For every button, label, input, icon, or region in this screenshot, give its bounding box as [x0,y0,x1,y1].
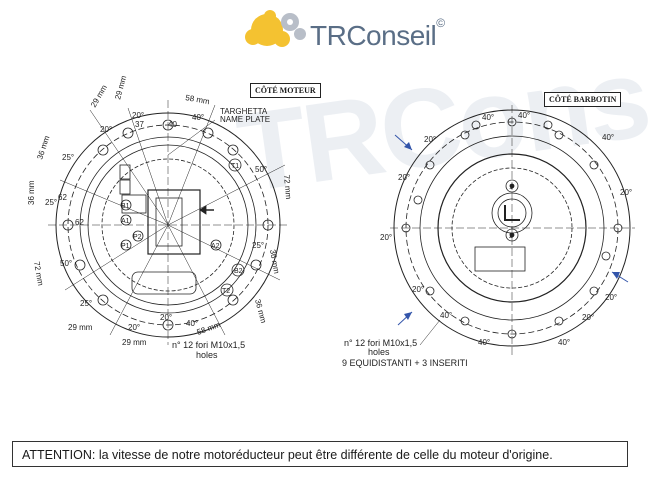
brand-name: TRConseil© [310,16,445,51]
angle-label: 40° [602,133,614,142]
holes-note-en: holes [196,350,218,360]
angle-label: 20° [412,285,424,294]
dim-label: 29 mm [89,83,109,109]
measure-label: 40 [168,120,177,129]
dim-label: 72 mm [282,174,293,199]
dim-label: 29 mm [113,74,128,100]
dim-label: 29 mm [122,338,147,347]
angle-label: 40° [558,338,570,347]
holes-note-en: holes [368,347,390,357]
port-label: A2 [211,243,220,250]
gear-puzzle-icon [245,10,306,47]
dim-label: 36 mm [268,249,281,275]
holes-note: n° 12 fori M10x1,5 [344,338,417,348]
dim-label: 36 mm [253,298,268,324]
angle-label: 40° [186,319,198,328]
dim-label: 58 mm [196,320,222,337]
angle-label: 40° [440,311,452,320]
angle-label: 20° [424,135,436,144]
angle-label: 40° [192,113,204,122]
dim-label: 58 mm [185,93,211,106]
port-label: B1 [121,203,130,210]
sprocket-side-label: CÔTÉ BARBOTIN [544,92,622,107]
measure-label: 62 [75,218,84,227]
sprocket-side-drawing [390,105,635,355]
port-label: B2 [234,268,243,275]
dim-label: 36 mm [27,180,36,205]
attention-notice: ATTENTION: la vitesse de notre motoréduc… [12,441,628,467]
angle-label: 20° [620,188,632,197]
name-plate-label-1: TARGHETTA [220,107,268,116]
angle-label: 20° [100,125,112,134]
dim-label: 72 mm [32,261,45,287]
angle-label: 20° [605,293,617,302]
port-label: T1 [231,163,239,170]
angle-label: 20° [132,111,144,120]
dim-label: 29 mm [68,323,93,332]
holes-note: n° 12 fori M10x1,5 [172,340,245,350]
motor-side-drawing [48,100,290,345]
angle-label: 20° [582,313,594,322]
port-label: A1 [121,218,130,225]
port-label: T2 [222,288,230,295]
angle-label: 40° [482,113,494,122]
angle-label: 50° [255,165,267,174]
angle-label: 25° [62,153,74,162]
angle-label: 25° [80,299,92,308]
angle-label: 40° [518,111,530,120]
port-label: P1 [121,243,130,250]
port-label: 1 [509,184,513,191]
technical-drawing: 29 mm 29 mm 36 mm 36 mm 72 mm 29 mm 29 m… [27,74,635,368]
angle-label: 20° [380,233,392,242]
holes-distribution-note: 9 EQUIDISTANTI + 3 INSERITI [342,358,468,368]
measure-label: 37 [135,120,144,129]
angle-label: 40° [478,338,490,347]
angle-label: 25° [252,241,264,250]
angle-label: 20° [160,313,172,322]
dim-label: 36 mm [35,134,51,160]
motor-side-label: CÔTÉ MOTEUR [250,83,321,98]
port-label: P2 [133,234,142,241]
measure-label: 62 [58,193,67,202]
name-plate-label-2: NAME PLATE [220,115,270,124]
trconseil-logo [245,10,306,47]
angle-label: 25° [45,198,57,207]
angle-label: 50° [60,259,72,268]
angle-label: 20° [128,323,140,332]
port-label: 2 [509,233,513,240]
angle-label: 20° [398,173,410,182]
